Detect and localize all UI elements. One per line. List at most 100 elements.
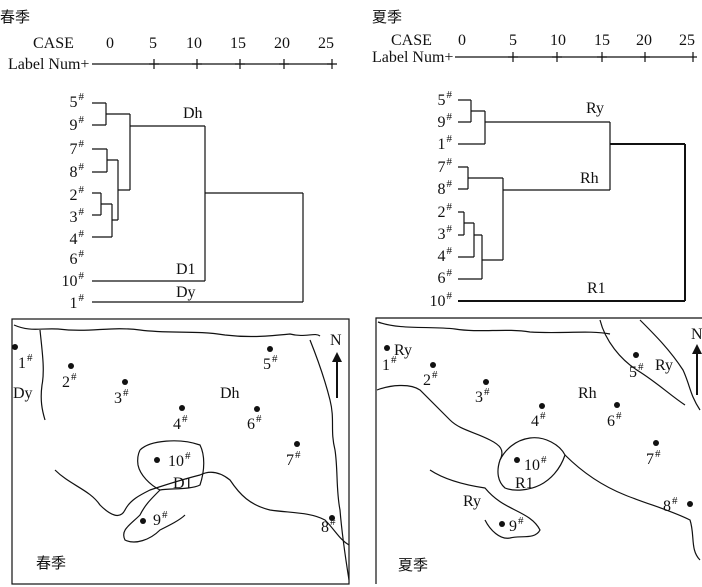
map-season-label: 春季 — [36, 554, 66, 572]
site-dot — [140, 518, 146, 524]
scale-tick-20: 20 — [636, 32, 652, 49]
site-dot — [539, 403, 545, 409]
leaf-label: 7# — [70, 138, 85, 158]
scale-tick-10: 10 — [550, 32, 566, 49]
site-dot — [483, 379, 489, 385]
site-label: 1# — [18, 352, 33, 372]
site-dot — [294, 441, 300, 447]
zone-boundary — [639, 319, 701, 411]
summer-cluster-labels: Ry Rh R1 — [580, 100, 606, 297]
site-dot — [329, 515, 335, 521]
north-arrow-icon: N — [330, 332, 342, 398]
cluster-label: Dh — [183, 105, 203, 122]
scale-tick-0: 0 — [458, 32, 466, 49]
site-dot — [254, 406, 260, 412]
site-label: 8# — [663, 495, 678, 515]
summer-map: 1# 2# 3# 4# 5# 6# 7# 8# 9# 10# Ry Rh R1 … — [375, 317, 702, 584]
site-label: 5# — [629, 361, 644, 381]
leaf-label: 9# — [70, 114, 85, 134]
site-label: 10# — [524, 454, 547, 474]
zone-boundary — [39, 329, 46, 421]
zone-boundary — [429, 469, 541, 539]
site-dot — [499, 521, 505, 527]
cluster-label: Rh — [580, 170, 599, 187]
svg-text:N: N — [330, 332, 342, 349]
spring-map: 1# 2# 3# 4# 5# 6# 7# 8# 9# 10# Dy Dh D1 … — [11, 318, 350, 585]
leaf-label: 3# — [70, 206, 85, 226]
spring-scale-header: CASE 0 5 10 15 20 25 Label Num+ — [8, 35, 337, 73]
leaf-label: 6# — [70, 248, 85, 268]
zone-boundary — [137, 440, 205, 491]
leaf-label: 2# — [70, 184, 85, 204]
scale-tick-5: 5 — [149, 35, 157, 52]
scale-tick-10: 10 — [186, 35, 202, 52]
leaf-label: 8# — [438, 178, 453, 198]
site-label: 7# — [646, 448, 661, 468]
site-label: 9# — [153, 509, 168, 529]
leaf-label: 7# — [438, 156, 453, 176]
coastline — [13, 324, 321, 338]
case-label: CASE — [33, 35, 74, 52]
scale-tick-25: 25 — [318, 35, 334, 52]
site-dot — [68, 363, 74, 369]
spring-title: 春季 — [0, 8, 30, 26]
cluster-label: Dy — [176, 284, 196, 301]
site-label: 3# — [475, 386, 490, 406]
leaf-label: 10# — [62, 270, 85, 290]
summer-root-branch — [458, 143, 686, 302]
scale-ticks — [508, 52, 694, 62]
zone-label: Ry — [655, 357, 673, 374]
leaf-label: 8# — [70, 161, 85, 181]
leaf-label: 4# — [70, 228, 85, 248]
summer-dendrogram — [458, 99, 611, 280]
zone-label: R1 — [515, 475, 534, 492]
zone-label: D1 — [173, 475, 193, 492]
site-label: 5# — [263, 353, 278, 373]
leaf-label: 5# — [438, 89, 453, 109]
spring-cluster-labels: Dh D1 Dy — [176, 105, 203, 301]
leaf-label: 10# — [430, 290, 453, 310]
site-dot — [179, 405, 185, 411]
leaf-label: 2# — [438, 201, 453, 221]
coastline — [377, 321, 611, 335]
spring-leaf-labels: 5# 9# 7# 8# 2# 3# 4# 6# 10# 1# — [62, 91, 85, 312]
summer-panel: 夏季 CASE 0 5 10 15 20 25 Label Num+ 5# 9#… — [372, 8, 702, 584]
scale-tick-0: 0 — [106, 35, 114, 52]
site-label: 2# — [423, 369, 438, 389]
spring-dendrogram — [92, 102, 304, 303]
svg-text:N: N — [691, 326, 702, 343]
zone-boundary — [54, 469, 350, 546]
zone-boundary — [309, 339, 350, 581]
leaf-label: 6# — [438, 267, 453, 287]
site-dot — [384, 345, 390, 351]
zone-label: Ry — [394, 342, 412, 359]
map-frame — [375, 317, 702, 584]
site-label: 6# — [607, 410, 622, 430]
spring-panel: 春季 CASE 0 5 10 15 20 25 Label Num+ 5# 9#… — [0, 8, 350, 585]
leaf-label: 4# — [438, 245, 453, 265]
site-dot — [267, 346, 273, 352]
site-dot — [430, 362, 436, 368]
site-dot — [12, 344, 18, 350]
scale-tick-5: 5 — [509, 32, 517, 49]
site-label: 4# — [173, 413, 188, 433]
map-frame — [11, 318, 350, 585]
leaf-label: 1# — [438, 133, 453, 153]
cluster-label: R1 — [587, 280, 606, 297]
leaf-label: 3# — [438, 223, 453, 243]
summer-title: 夏季 — [372, 8, 402, 26]
site-dot — [653, 440, 659, 446]
site-label: 6# — [247, 413, 262, 433]
zone-boundary — [564, 454, 701, 561]
zone-boundary — [599, 319, 686, 406]
zone-label: Dh — [220, 385, 240, 402]
scale-ticks — [149, 59, 337, 69]
case-label: CASE — [391, 32, 432, 49]
map-season-label: 夏季 — [398, 556, 428, 574]
site-dot — [514, 457, 520, 463]
scale-tick-25: 25 — [679, 32, 695, 49]
zone-label: Dy — [13, 385, 33, 402]
site-dot — [614, 402, 620, 408]
zone-boundary — [123, 489, 186, 543]
